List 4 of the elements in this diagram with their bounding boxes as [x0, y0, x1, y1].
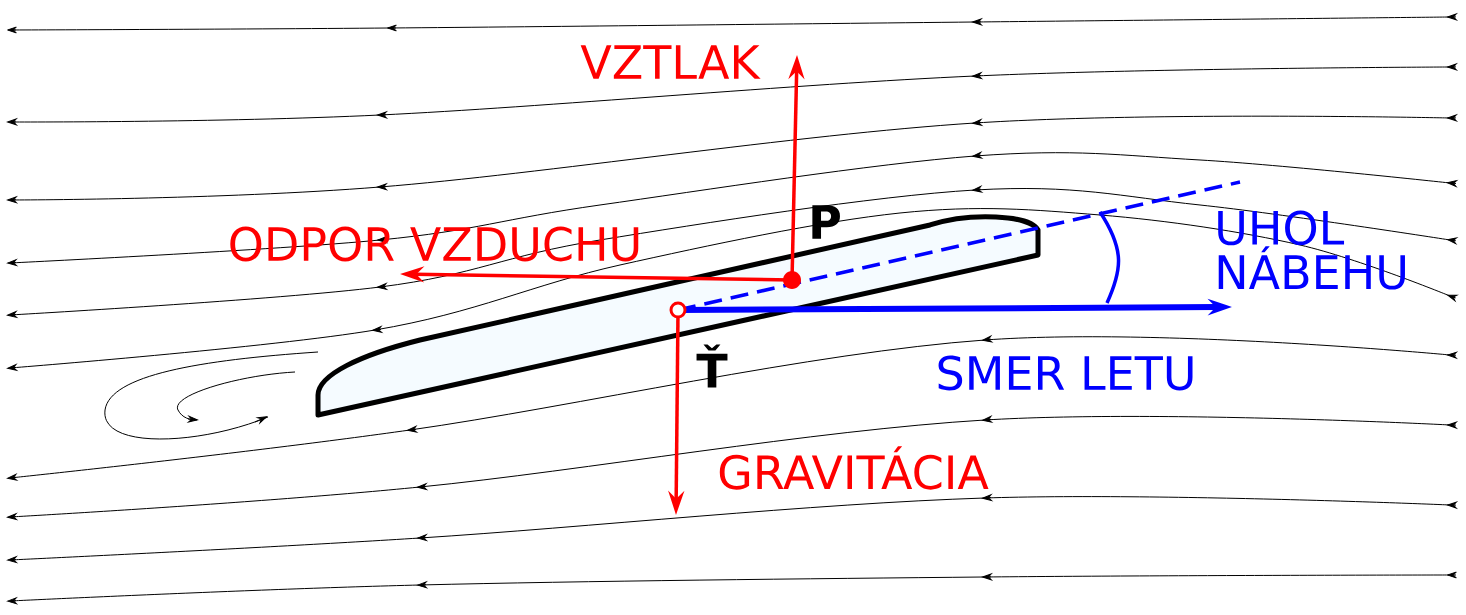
- force-label: GRAVITÁCIA: [719, 446, 989, 490]
- direction-label: SMER LETU: [938, 355, 1193, 391]
- force-label: VZTLAK: [580, 45, 761, 79]
- point-label: Ť: [696, 344, 728, 388]
